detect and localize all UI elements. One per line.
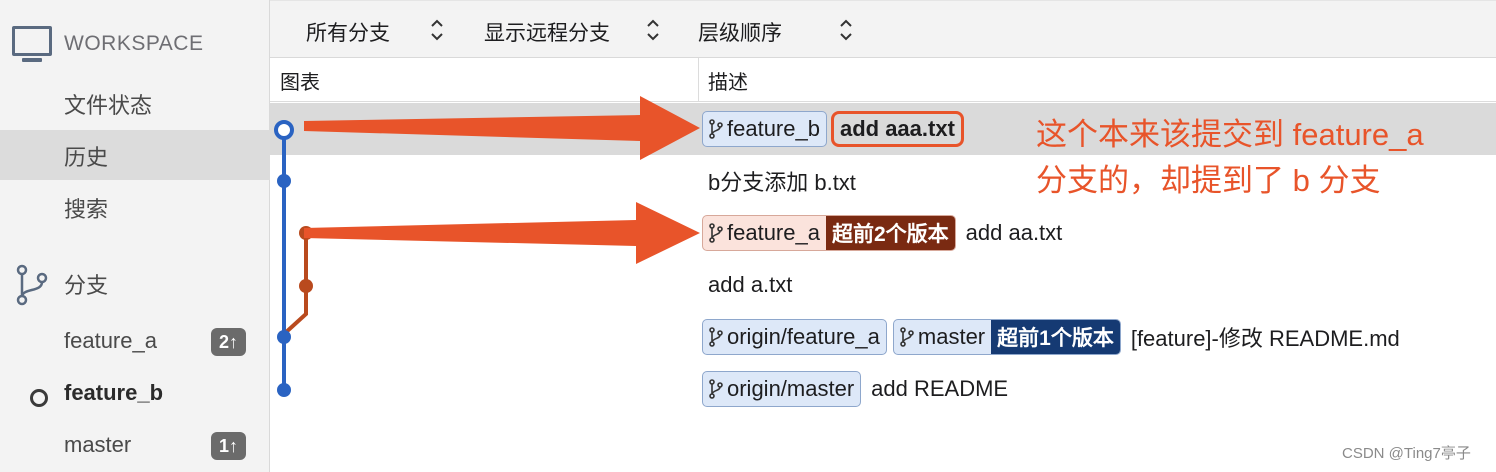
git-branch-icon (703, 216, 723, 250)
monitor-icon (12, 26, 52, 56)
dropdown-label: 层级顺序 (698, 22, 782, 45)
sidebar-item-file-status[interactable]: 文件状态 (0, 78, 270, 128)
commit-row[interactable]: origin/feature_a master 超前1个版本 [feature]… (270, 311, 1496, 363)
commit-message: add aa.txt (965, 220, 1063, 245)
annotation-line: 分支的，却提到了 b 分支 (1036, 163, 1381, 198)
remote-branches-dropdown[interactable]: 显示远程分支 (484, 17, 674, 45)
branches-label: 分支 (64, 273, 109, 298)
description-column-header[interactable]: 描述 (708, 72, 748, 94)
commit-row[interactable]: feature_a 超前2个版本 add aa.txt (270, 207, 1496, 259)
git-branch-icon (894, 320, 914, 354)
branch-name: feature_b (64, 380, 164, 405)
workspace-label: WORKSPACE (64, 32, 204, 55)
sidebar-item-label: 搜索 (64, 197, 109, 222)
branch-name: master (64, 432, 132, 457)
dropdown-label: 显示远程分支 (484, 22, 610, 45)
commit-row[interactable]: origin/master add README (270, 363, 1496, 415)
sidebar: WORKSPACE 文件状态 历史 搜索 分支 feature_a 2↑ fea… (0, 0, 270, 472)
chevron-updown-icon (430, 15, 444, 45)
branch-tag[interactable]: feature_a 超前2个版本 (702, 215, 956, 251)
branches-filter-dropdown[interactable]: 所有分支 (306, 17, 456, 45)
git-branch-icon (703, 320, 723, 354)
branch-tag-name: master (917, 324, 986, 349)
ahead-label: 超前2个版本 (825, 216, 955, 250)
ahead-badge: 2↑ (210, 328, 246, 356)
branch-tag-name: origin/master (727, 376, 855, 401)
history-toolbar: 所有分支 显示远程分支 层级顺序 (270, 0, 1496, 58)
commit-message: add aaa.txt (830, 111, 964, 147)
commit-row[interactable]: b分支添加 b.txt (270, 155, 1496, 207)
git-branch-icon (703, 112, 723, 146)
annotation-text: 这个本来该提交到 feature_a 分支的，却提到了 b 分支 (1036, 112, 1486, 204)
branch-tag-name: origin/feature_a (727, 324, 880, 349)
branch-tag[interactable]: origin/master (702, 371, 862, 407)
branch-tag[interactable]: master 超前1个版本 (892, 319, 1121, 355)
branch-tag[interactable]: feature_b (702, 111, 827, 147)
commit-message: add README (871, 376, 1009, 401)
current-branch-icon (30, 389, 48, 407)
dropdown-label: 所有分支 (306, 22, 390, 45)
branch-icon (16, 264, 48, 306)
workspace-header[interactable]: WORKSPACE (0, 20, 270, 70)
sidebar-section-branches[interactable]: 分支 (0, 258, 270, 308)
column-divider[interactable] (698, 58, 699, 102)
commit-message: b分支添加 b.txt (708, 170, 856, 195)
branch-tag[interactable]: origin/feature_a (702, 319, 887, 355)
ahead-label: 超前1个版本 (991, 320, 1120, 354)
sidebar-item-label: 文件状态 (64, 93, 153, 118)
monitor-stand (22, 58, 42, 62)
commit-message: add a.txt (708, 272, 793, 297)
sidebar-item-history[interactable]: 历史 (0, 130, 270, 180)
watermark: CSDN @Ting7亭子 (1342, 445, 1471, 462)
git-branch-icon (703, 372, 723, 406)
graph-column-header[interactable]: 图表 (280, 72, 320, 94)
annotation-line: 这个本来该提交到 feature_a (1036, 117, 1424, 152)
commit-message: [feature]-修改 README.md (1130, 326, 1400, 351)
commit-row[interactable]: add a.txt (270, 259, 1496, 311)
ahead-badge: 1↑ (210, 432, 246, 460)
sidebar-branch-feature-a[interactable]: feature_a 2↑ (0, 318, 270, 366)
order-dropdown[interactable]: 层级顺序 (698, 17, 868, 45)
chevron-updown-icon (839, 15, 853, 45)
sidebar-item-label: 历史 (64, 145, 109, 170)
branch-tag-name: feature_a (727, 220, 820, 245)
chevron-updown-icon (646, 15, 660, 45)
sidebar-branch-master[interactable]: master 1↑ (0, 422, 270, 470)
sidebar-item-search[interactable]: 搜索 (0, 182, 270, 232)
column-header: 图表 描述 (270, 58, 1496, 102)
branch-name: feature_a (64, 328, 157, 353)
sidebar-branch-feature-b[interactable]: feature_b (0, 370, 270, 418)
branch-tag-name: feature_b (727, 116, 820, 141)
